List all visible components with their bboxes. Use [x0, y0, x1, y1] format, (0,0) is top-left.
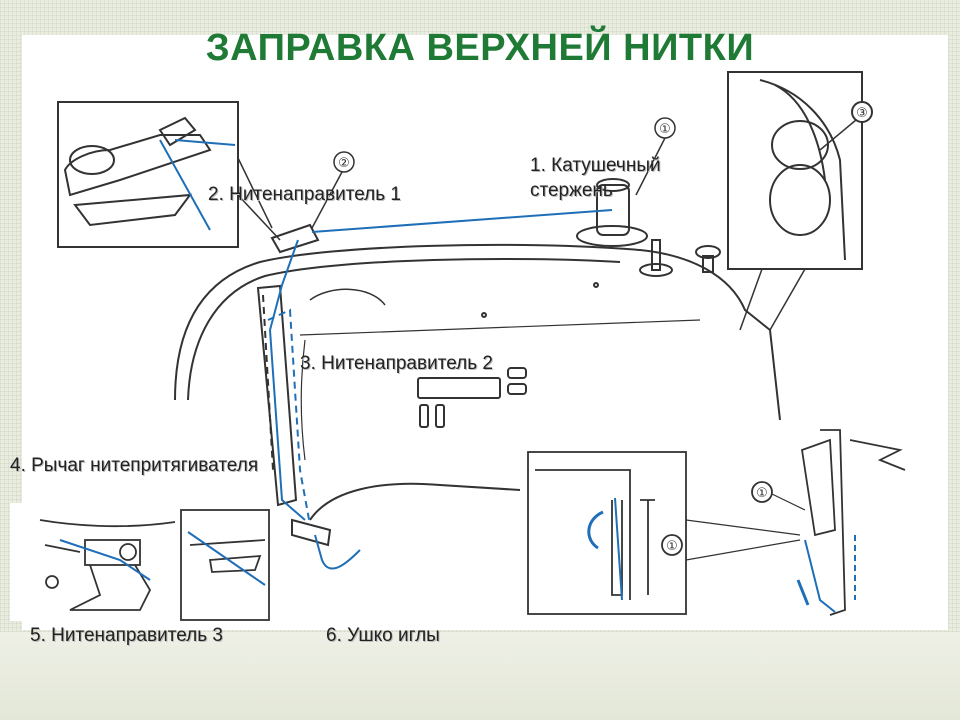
spool-assembly [270, 178, 721, 277]
callout-1-top: ① [659, 122, 671, 137]
label-thread-guide-2: 3. Нитенаправитель 2 [300, 353, 493, 374]
label-thread-guide-3: 5. Нитенаправитель 3 [30, 625, 223, 646]
label-takeup-lever: 4. Рычаг нитепритягивателя [10, 455, 259, 476]
thread-path [267, 209, 613, 570]
callout-circles [311, 117, 676, 229]
inset-presser-foot [39, 509, 270, 621]
callout-3: ③ [856, 106, 868, 121]
label-spool-pin-line2: стержень [530, 180, 613, 201]
takeup-channel [256, 284, 332, 547]
label-spool-pin-line1: 1. Катушечный [530, 155, 661, 176]
callout-1-needle-a: ① [756, 486, 768, 501]
label-thread-guide-1: 2. Нитенаправитель 1 [208, 184, 401, 205]
inset-guide1 [57, 101, 239, 248]
slide-title: ЗАПРАВКА ВЕРХНЕЙ НИТКИ [205, 27, 755, 69]
label-needle-eye: 6. Ушко иглы [326, 625, 440, 646]
inset-tension [727, 71, 873, 270]
machine-body [174, 243, 781, 521]
inset-needle [527, 429, 906, 616]
callout-1-needle-b: ① [666, 539, 678, 554]
slide-background-bottom [0, 632, 960, 720]
callout-2: ② [338, 156, 350, 171]
